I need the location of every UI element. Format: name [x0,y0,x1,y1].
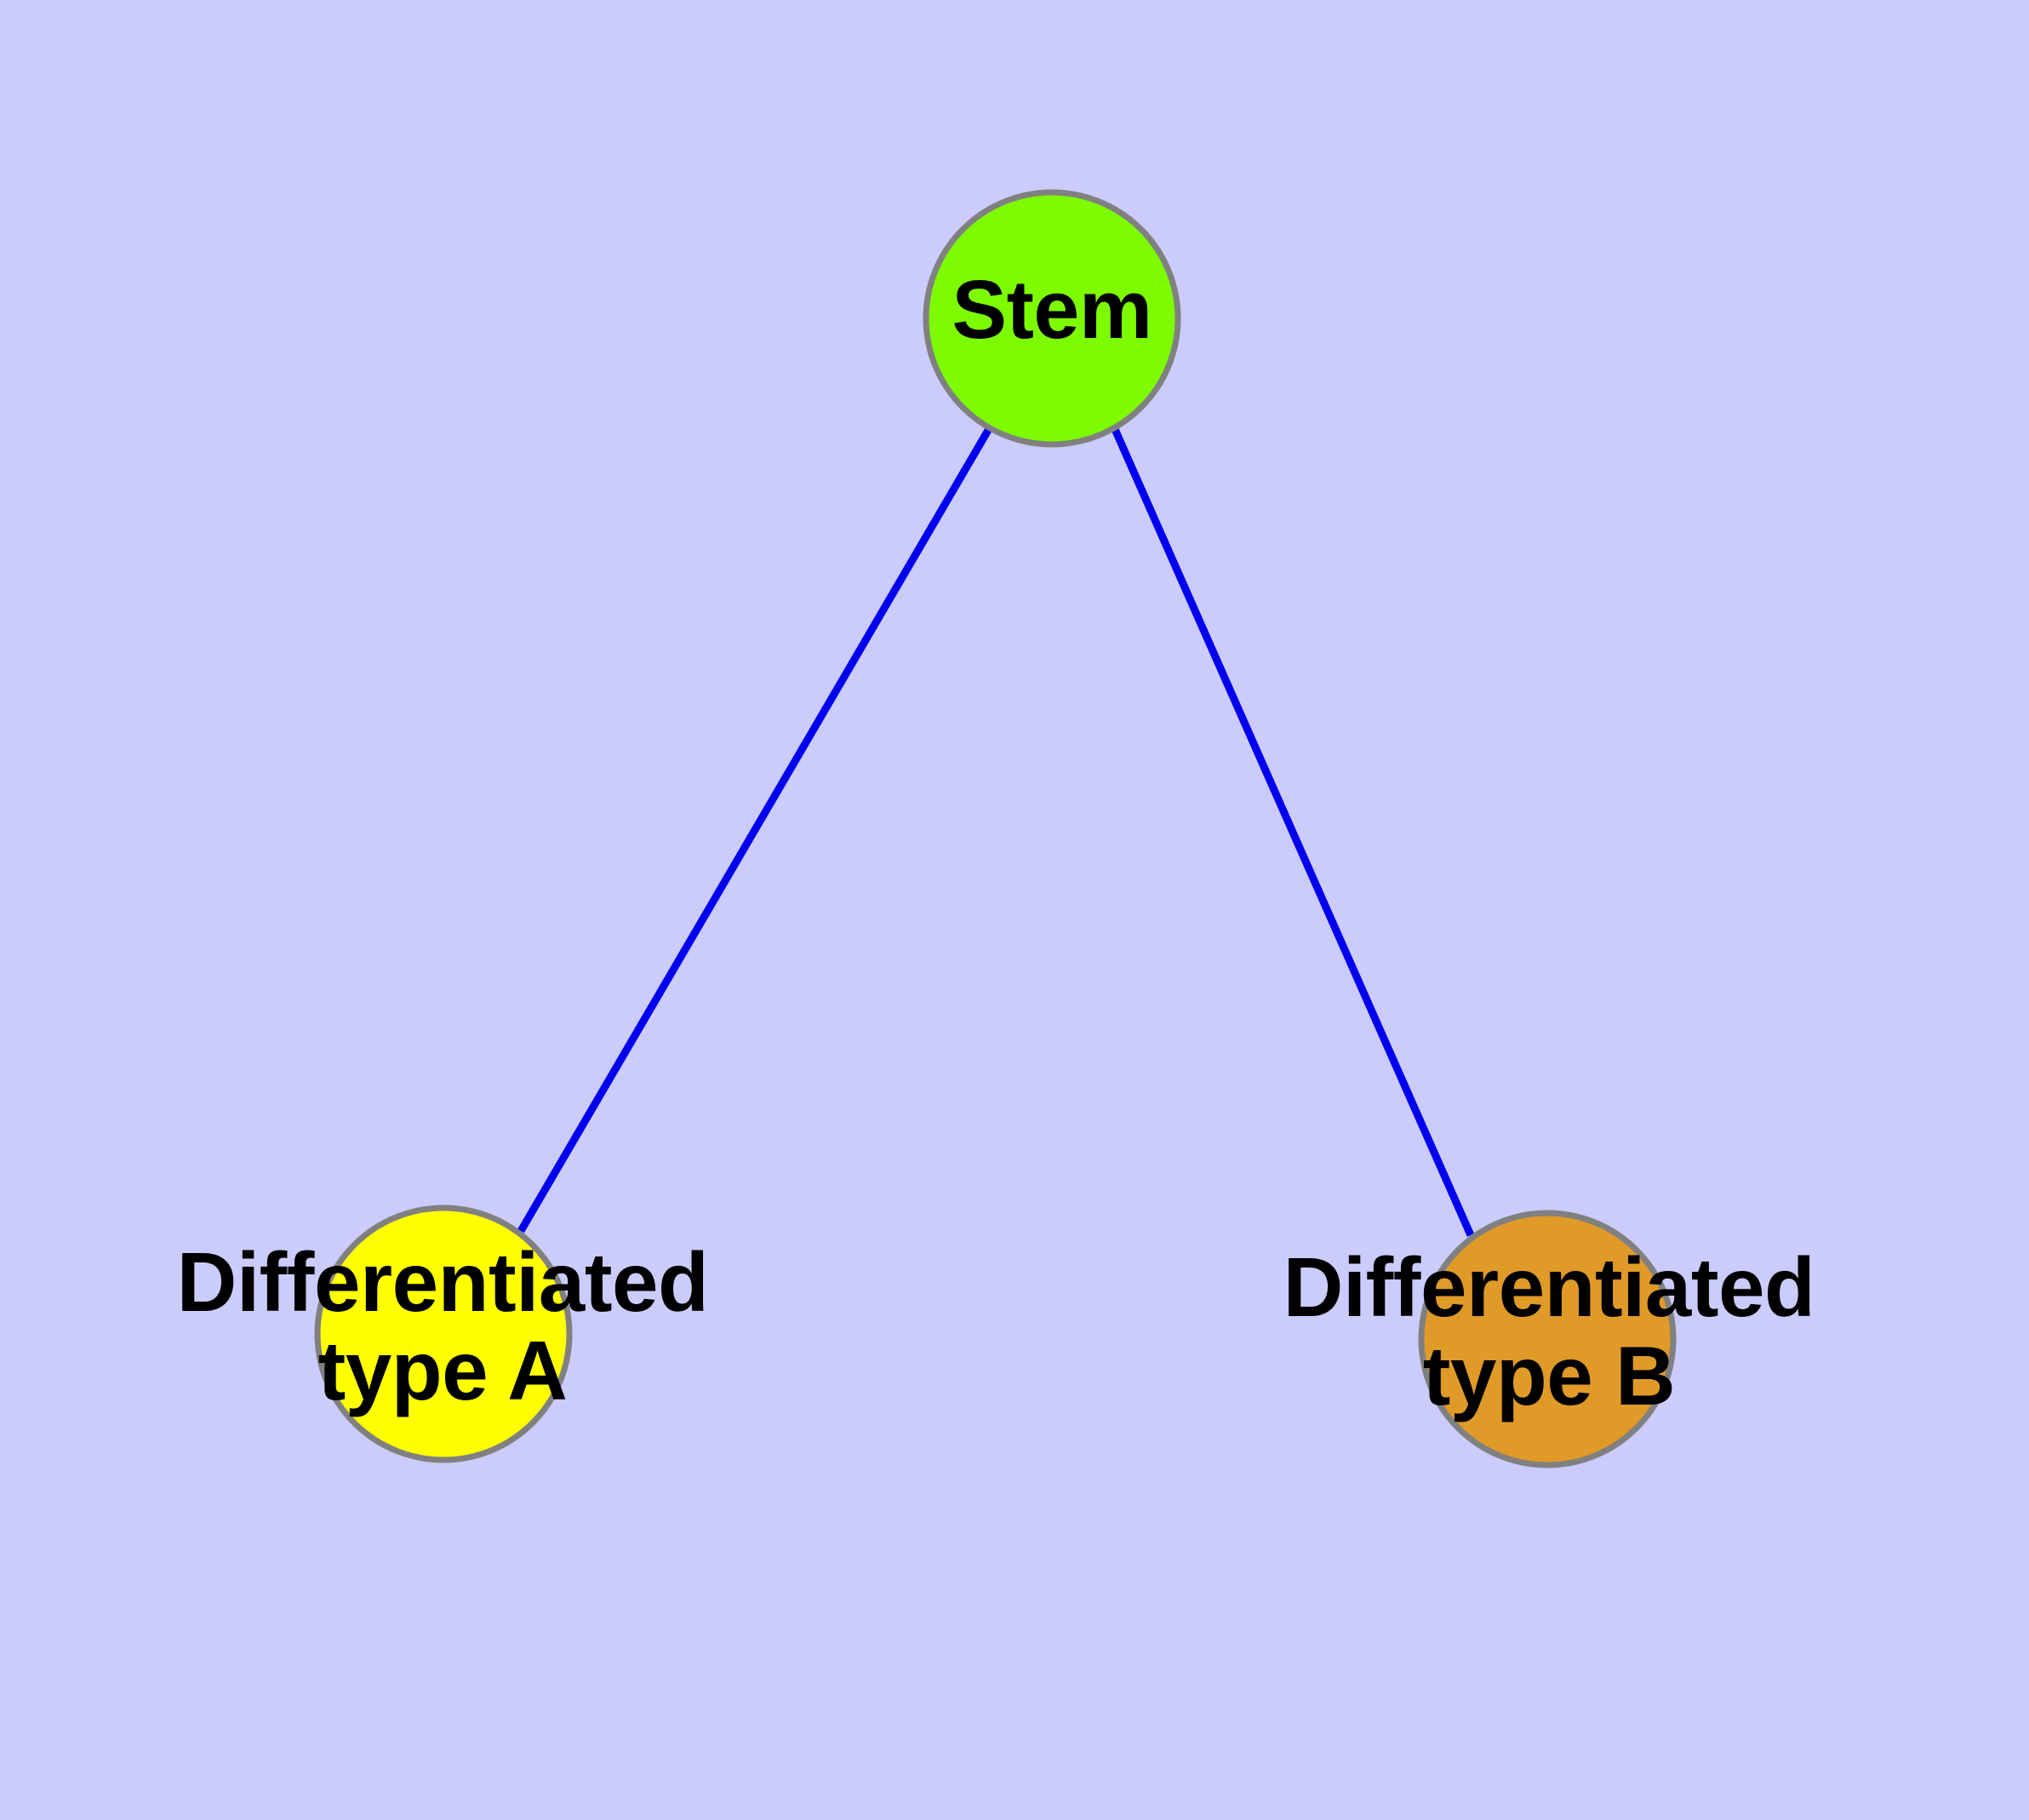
node-differentiated-type-b[interactable] [1418,1210,1677,1468]
edge-stem-to-diff-b [1110,426,1475,1237]
node-differentiated-type-a[interactable] [314,1205,573,1463]
node-stem[interactable] [923,189,1181,448]
node-layer [314,189,1677,1468]
edge-stem-to-diff-a [517,425,993,1233]
edge-layer [517,425,1475,1237]
